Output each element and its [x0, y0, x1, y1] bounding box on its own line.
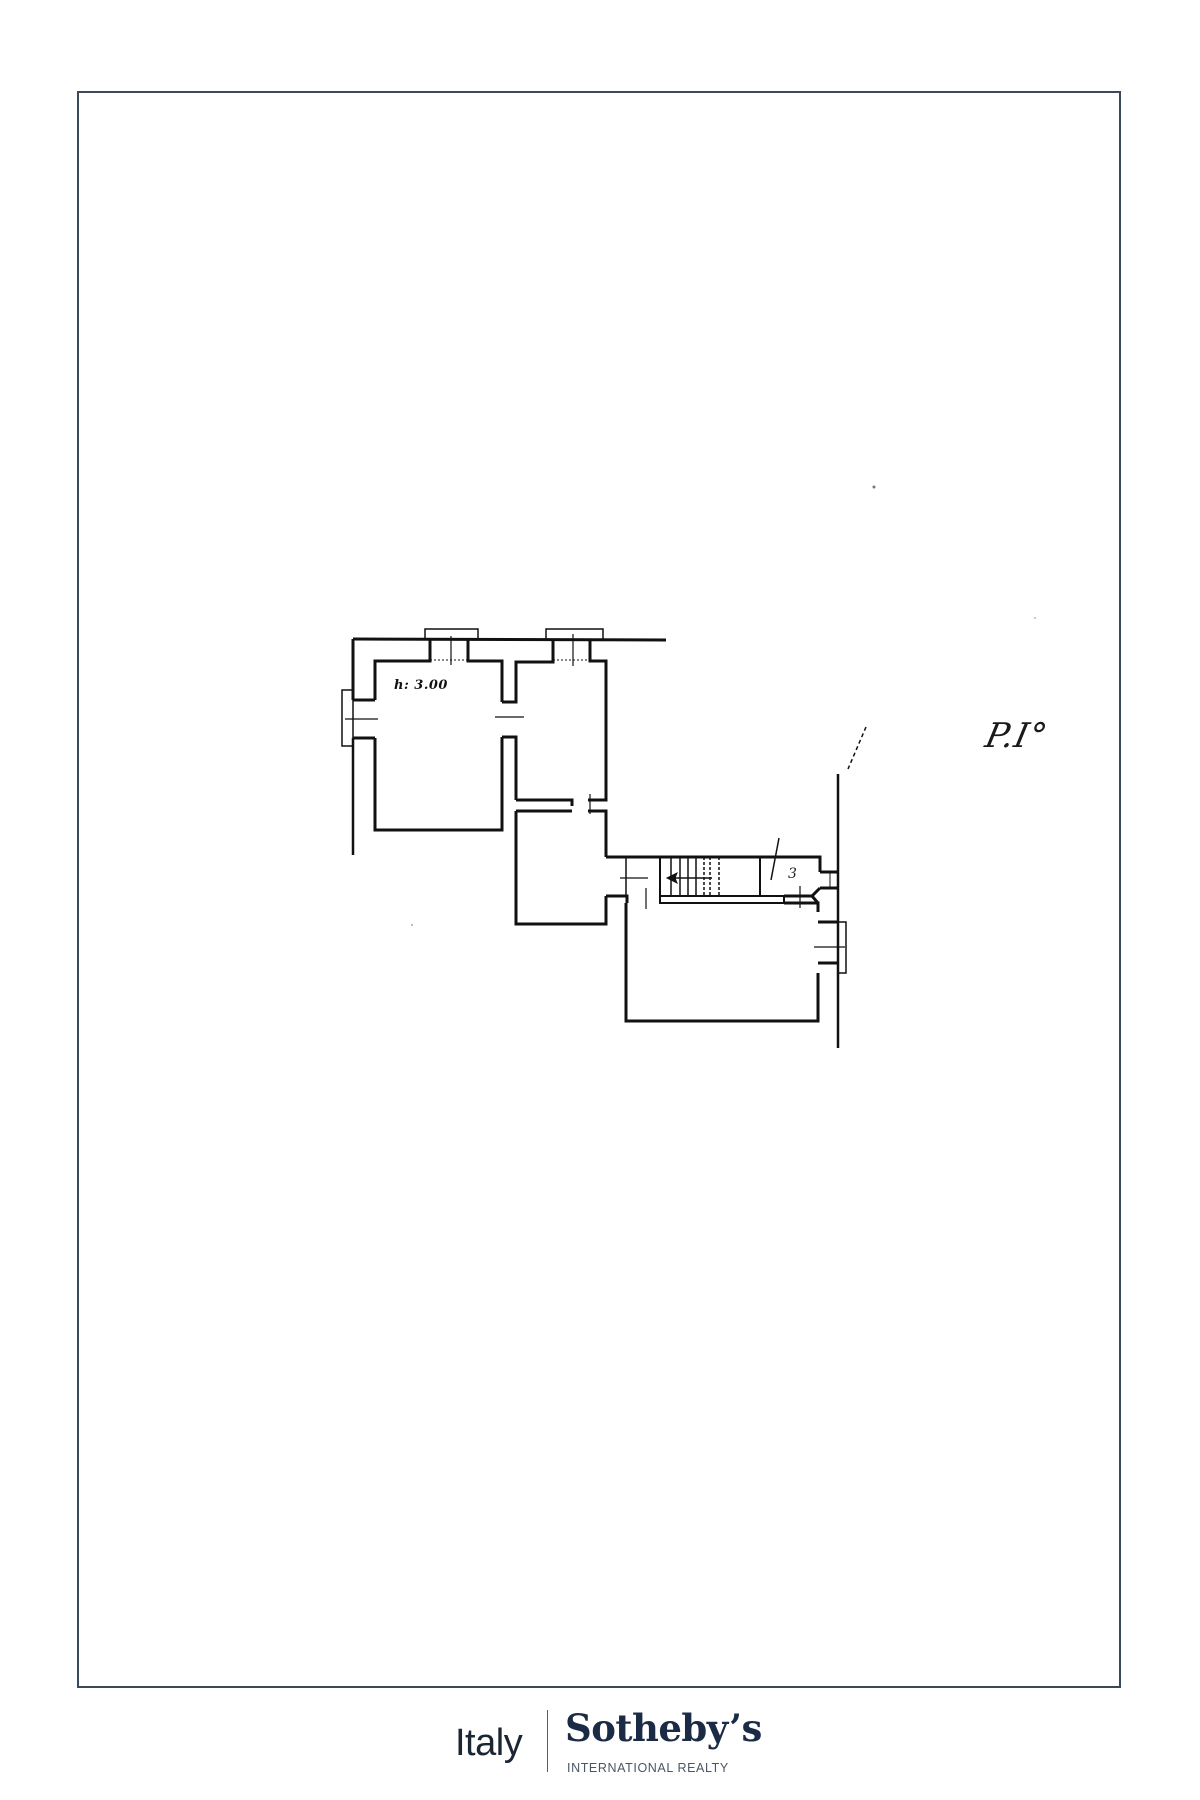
logo-brand-text: Sotheby’s	[565, 1706, 762, 1750]
logo-tagline-text: INTERNATIONAL REALTY	[567, 1761, 729, 1775]
stair-symbol: 3	[788, 866, 797, 882]
sothebys-logo: Italy Sotheby’s INTERNATIONAL REALTY	[455, 1706, 762, 1786]
floorplan-frame	[77, 91, 1121, 1688]
logo-divider	[547, 1710, 548, 1772]
logo-region-text: Italy	[455, 1722, 523, 1764]
room-height-label: h: 3.00	[394, 678, 448, 693]
floor-level-label: P.I°	[981, 716, 1052, 756]
